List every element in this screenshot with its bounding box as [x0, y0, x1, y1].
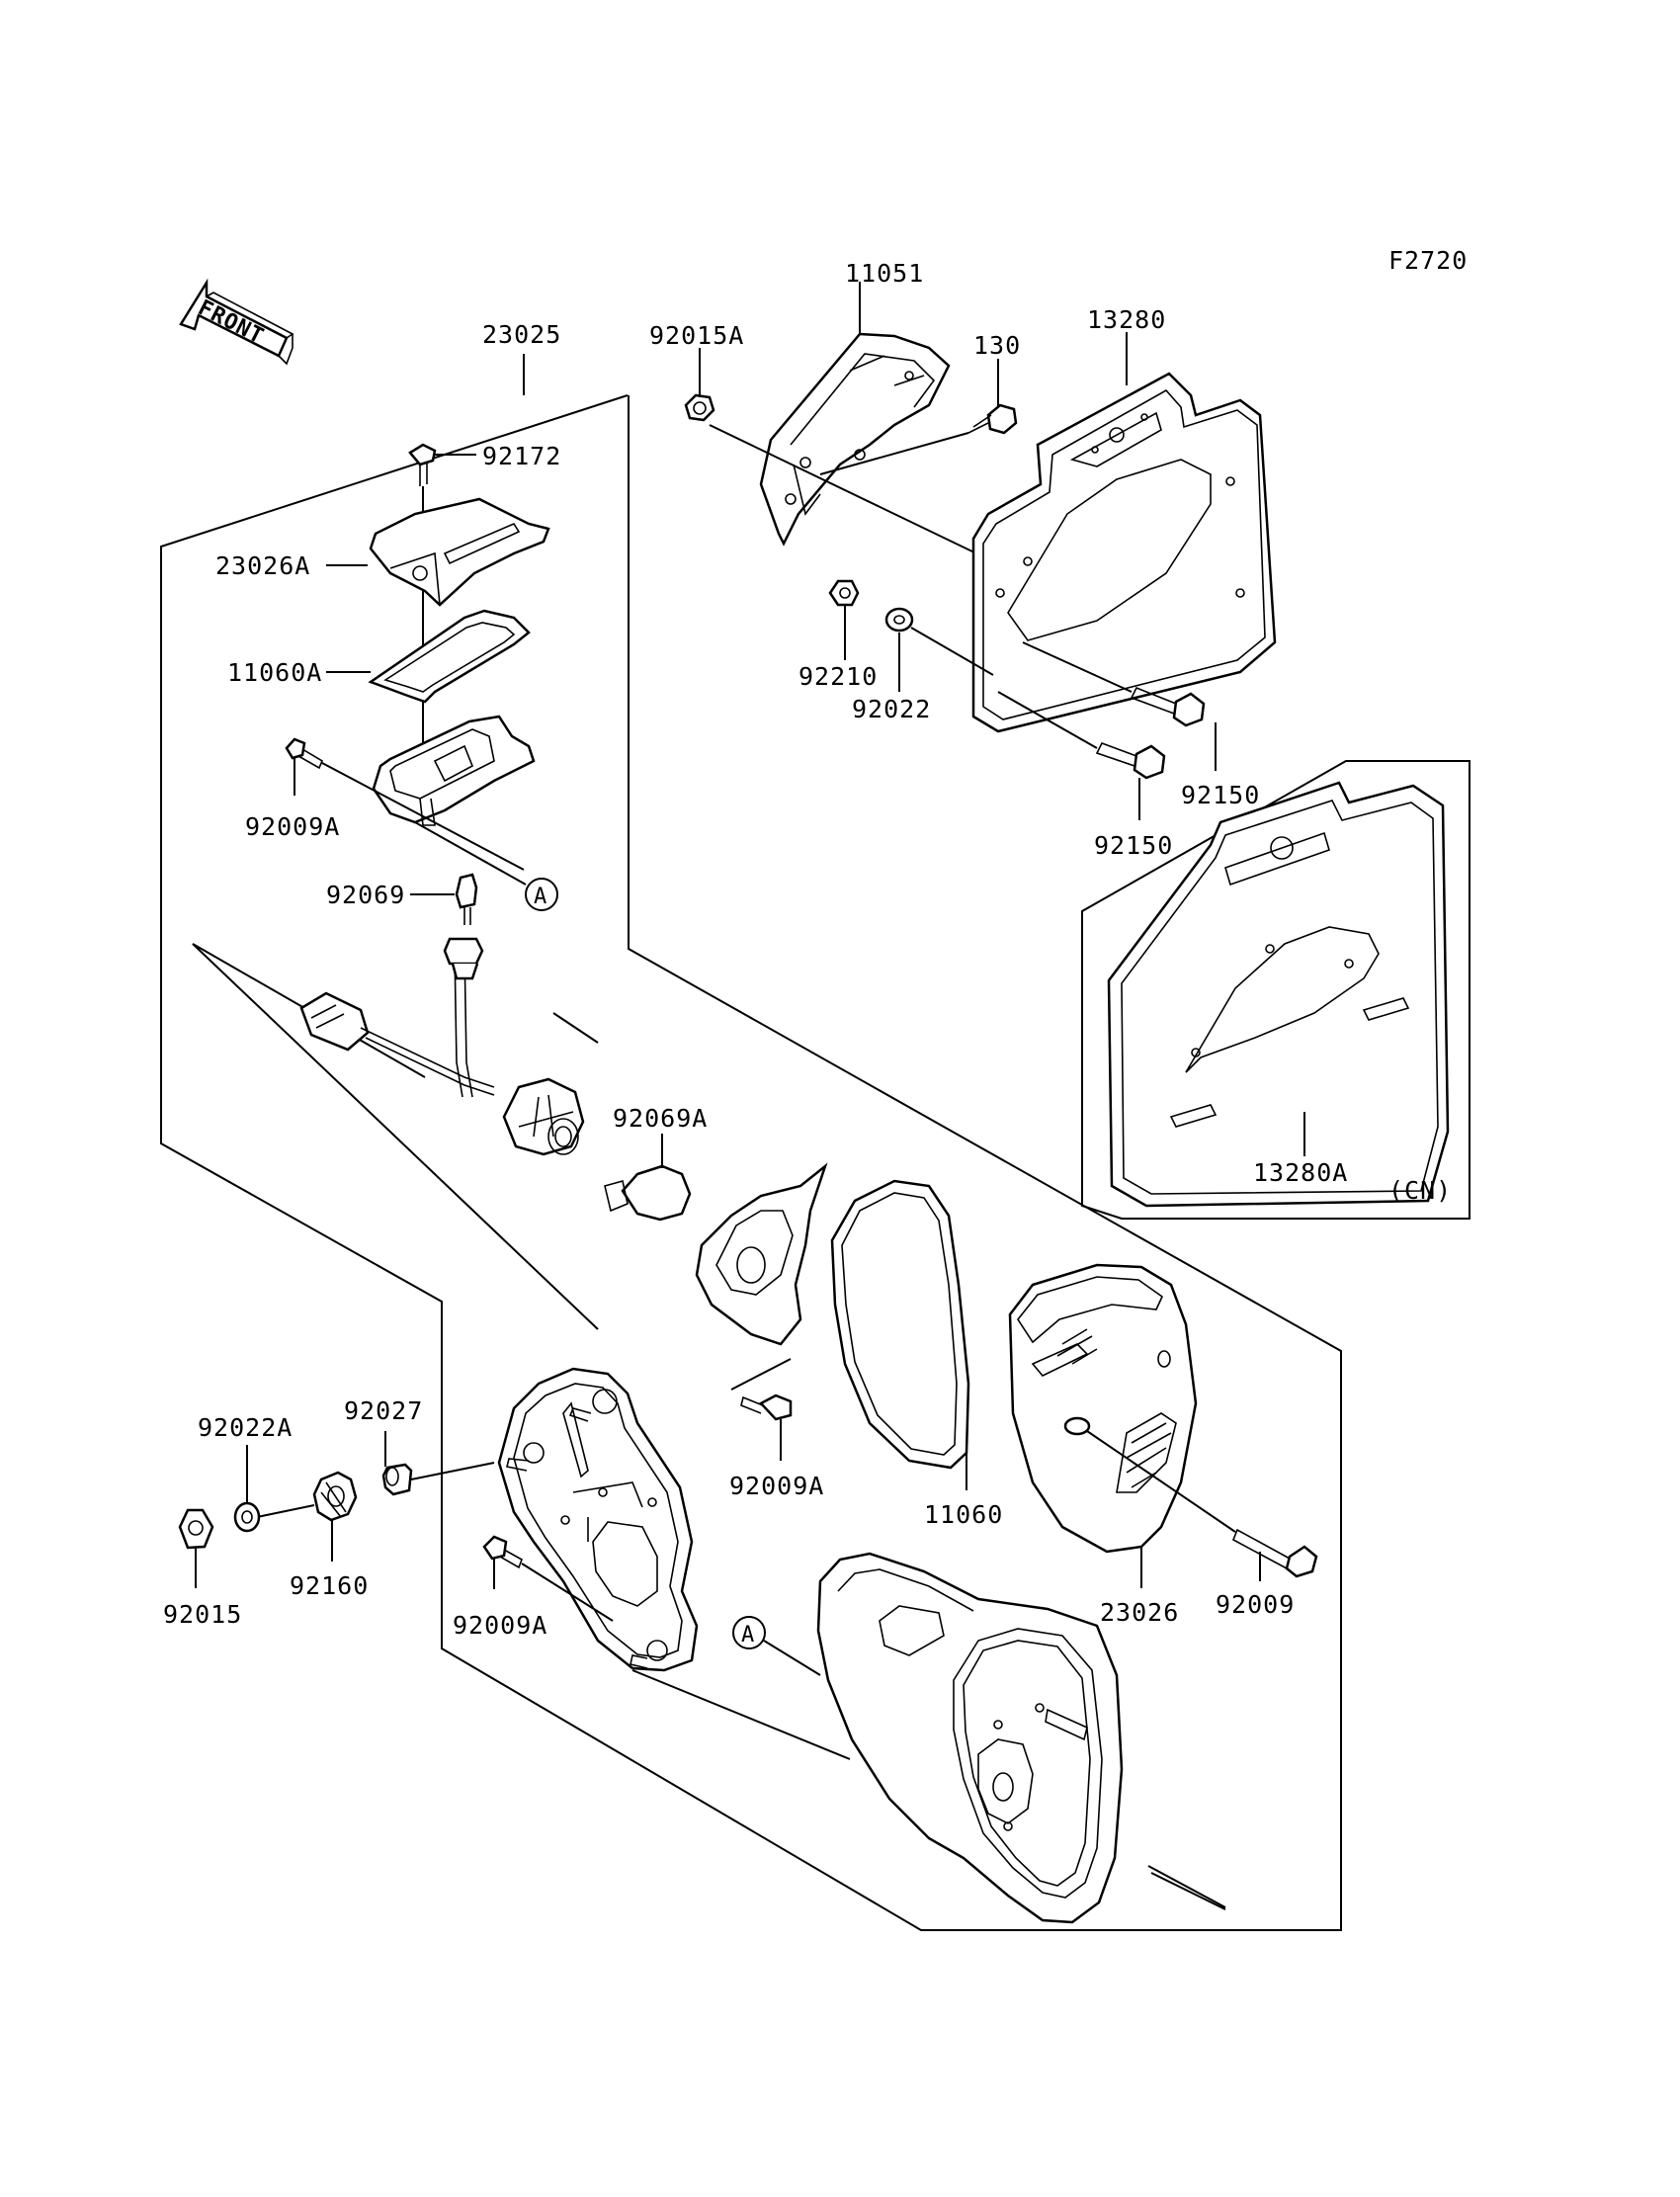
tail-bracket — [497, 1367, 699, 1672]
bulb-92069 — [455, 873, 478, 925]
leader-housing-tip-2 — [1150, 1872, 1226, 1910]
screw-line-92009A-lower — [521, 1563, 614, 1622]
label-11060A: 11060A — [227, 658, 322, 687]
leader-housing-tip — [1147, 1865, 1226, 1908]
cn-inset-box — [1081, 760, 1470, 1220]
assembly-outline — [160, 394, 1342, 1931]
bulb-92069A — [604, 1164, 692, 1222]
bolt-line-92022 — [910, 627, 994, 676]
label-92069: 92069 — [326, 881, 405, 909]
callout-a-top-letter: A — [534, 885, 547, 909]
label-92160: 92160 — [290, 1571, 369, 1600]
screw-line-92009A-middle — [730, 1358, 792, 1391]
label-92009A-upper: 92009A — [245, 812, 340, 841]
tail-lens-23026 — [1008, 1263, 1198, 1554]
tail-light-housing — [816, 1552, 1124, 1924]
leader-harness — [552, 1012, 599, 1044]
bolt-line-92150-b — [997, 691, 1098, 749]
callout-a-top — [525, 878, 558, 911]
bolt-line-92160 — [256, 1504, 315, 1518]
collar-92027 — [381, 1463, 413, 1496]
screw-92009 — [1231, 1528, 1318, 1578]
label-92172: 92172 — [482, 442, 561, 470]
bolt-line-92027 — [410, 1462, 495, 1480]
license-plate-13280A — [1107, 781, 1450, 1208]
license-light-housing — [372, 715, 536, 826]
screw-line-92009 — [1086, 1430, 1236, 1533]
label-11060: 11060 — [924, 1500, 1003, 1529]
front-label: FRONT — [194, 296, 268, 350]
label-13280: 13280 — [1087, 305, 1166, 334]
nut-92015 — [178, 1508, 214, 1550]
nut-92210 — [828, 579, 860, 607]
bolt-92150-b — [1095, 742, 1166, 780]
region-tag-cn: (CN) — [1388, 1176, 1452, 1205]
label-92015A: 92015A — [649, 321, 744, 350]
label-130: 130 — [973, 331, 1021, 360]
license-lens-23026A — [369, 497, 550, 607]
label-92022: 92022 — [852, 695, 931, 723]
gasket-11060 — [830, 1179, 970, 1470]
label-92009: 92009 — [1216, 1590, 1295, 1619]
callout-a-bottom-letter: A — [741, 1623, 755, 1648]
grommet-92160 — [312, 1471, 358, 1522]
figure-code: F2720 — [1388, 246, 1468, 275]
label-13280A: 13280A — [1253, 1158, 1348, 1187]
screw-92009A-upper — [285, 737, 324, 770]
label-23026A: 23026A — [215, 551, 310, 580]
label-92069A: 92069A — [613, 1104, 708, 1133]
bolt-line-92150-a — [1022, 641, 1133, 693]
license-plate-13280 — [971, 372, 1277, 733]
leader-a-bottom — [763, 1640, 821, 1676]
label-23026: 23026 — [1100, 1598, 1179, 1627]
gasket-11060A — [368, 609, 531, 704]
label-92210: 92210 — [798, 662, 878, 691]
callout-a-bottom — [732, 1616, 766, 1649]
label-92009A-lower: 92009A — [453, 1611, 547, 1640]
nut-92015A — [684, 393, 715, 422]
bolt-130 — [967, 403, 1018, 435]
bulb-socket-reflector — [695, 1162, 828, 1346]
label-23025: 23025 — [482, 320, 561, 349]
leader-a-top — [414, 821, 527, 886]
label-11051: 11051 — [845, 259, 924, 288]
washer-92022 — [884, 607, 914, 633]
label-92150-b: 92150 — [1094, 831, 1173, 860]
leader-bracket-housing — [631, 1669, 851, 1760]
screw-92009A-lower — [482, 1535, 523, 1569]
label-92015: 92015 — [163, 1600, 242, 1629]
screw-92009A-middle — [740, 1394, 793, 1421]
front-arrow-icon: FRONT — [179, 278, 294, 366]
screw-line-92009A-upper — [321, 762, 525, 871]
label-92009A-middle: 92009A — [729, 1472, 824, 1500]
label-92022A: 92022A — [198, 1413, 293, 1442]
label-92027: 92027 — [344, 1396, 423, 1425]
license-bracket-11051 — [759, 332, 951, 547]
label-92150-a: 92150 — [1181, 781, 1260, 809]
bolt-line-130 — [819, 432, 969, 475]
bolt-92150-a — [1130, 686, 1206, 727]
wiring-harness — [192, 937, 599, 1330]
washer-92022A — [233, 1501, 261, 1533]
